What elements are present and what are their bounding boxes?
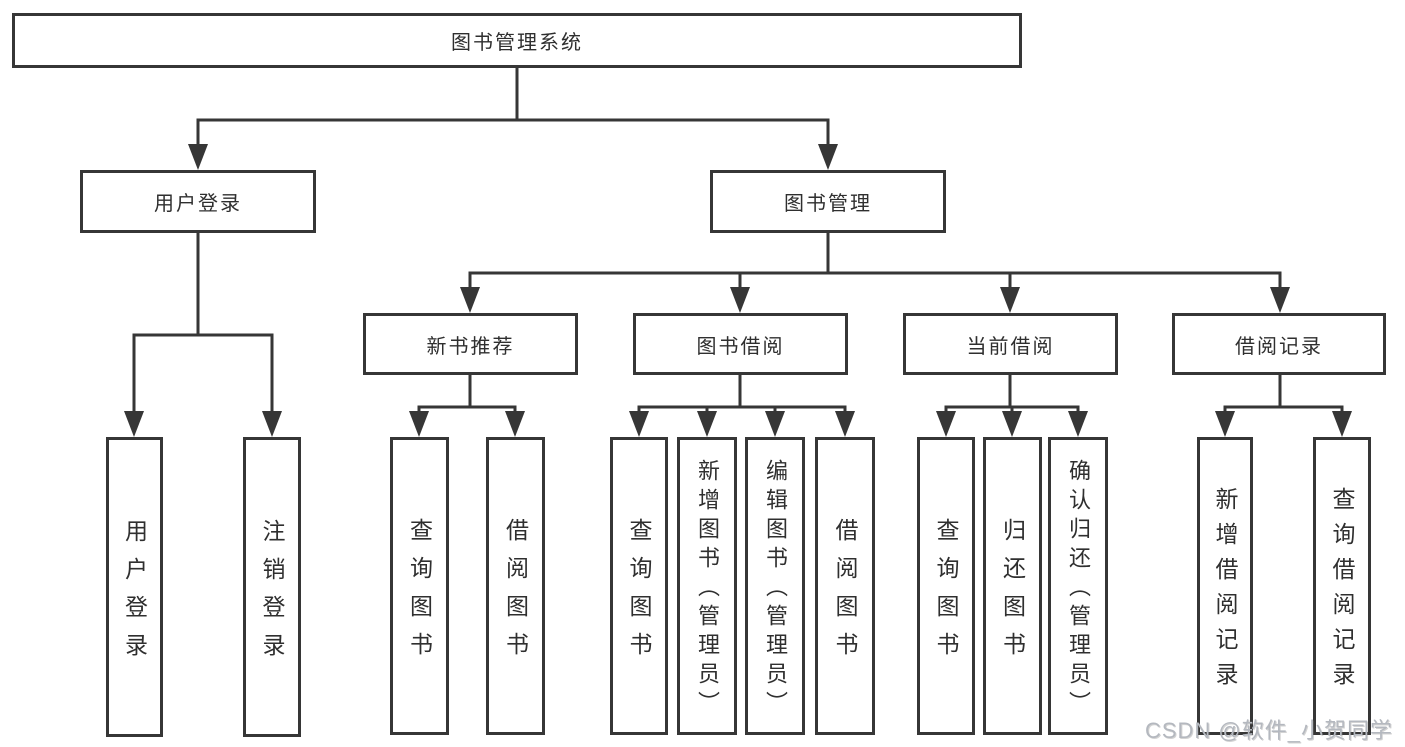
- node-leaf-query-books-1: 查询图书: [390, 437, 449, 735]
- arrow-icon: [765, 411, 785, 437]
- connector-paths: [132, 66, 1344, 415]
- node-leaf-confirm-return-admin: 确认归还（管理员）: [1048, 437, 1108, 735]
- arrow-icon: [505, 411, 525, 437]
- arrow-icon: [188, 144, 208, 170]
- arrow-icon: [697, 411, 717, 437]
- node-new-book-recommendation: 新书推荐: [363, 313, 578, 375]
- arrow-icon: [1000, 287, 1020, 313]
- node-current-borrowing: 当前借阅: [903, 313, 1118, 375]
- arrow-icon: [1002, 411, 1022, 437]
- node-book-management: 图书管理: [710, 170, 946, 233]
- node-leaf-query-books-2: 查询图书: [610, 437, 668, 735]
- arrow-icon: [1270, 287, 1290, 313]
- arrow-icon: [818, 144, 838, 170]
- arrow-icon: [409, 411, 429, 437]
- node-leaf-edit-books-admin: 编辑图书（管理员）: [745, 437, 805, 735]
- node-leaf-borrow-books-1: 借阅图书: [486, 437, 545, 735]
- node-leaf-add-books-admin: 新增图书（管理员）: [677, 437, 737, 735]
- arrow-icon: [460, 287, 480, 313]
- arrow-icon: [835, 411, 855, 437]
- arrow-icon: [730, 287, 750, 313]
- node-book-borrowing: 图书借阅: [633, 313, 848, 375]
- arrow-icon: [1332, 411, 1352, 437]
- node-leaf-return-books: 归还图书: [983, 437, 1042, 735]
- node-leaf-logout: 注销登录: [243, 437, 301, 737]
- arrow-icon: [629, 411, 649, 437]
- node-library-management-system: 图书管理系统: [12, 13, 1022, 68]
- arrow-icon: [1068, 411, 1088, 437]
- watermark: CSDN @软件_小贺同学: [1144, 718, 1393, 743]
- node-borrow-records: 借阅记录: [1172, 313, 1386, 375]
- node-user-login: 用户登录: [80, 170, 316, 233]
- arrow-icon: [936, 411, 956, 437]
- arrow-icon: [124, 411, 144, 437]
- node-leaf-borrow-books-2: 借阅图书: [815, 437, 875, 735]
- node-leaf-query-borrow-record: 查询借阅记录: [1313, 437, 1371, 735]
- arrow-icon: [262, 411, 282, 437]
- node-leaf-user-login: 用户登录: [106, 437, 163, 737]
- node-leaf-add-borrow-record: 新增借阅记录: [1197, 437, 1253, 735]
- arrow-icon: [1215, 411, 1235, 437]
- node-leaf-query-books-3: 查询图书: [917, 437, 975, 735]
- arrowheads: [124, 144, 1352, 437]
